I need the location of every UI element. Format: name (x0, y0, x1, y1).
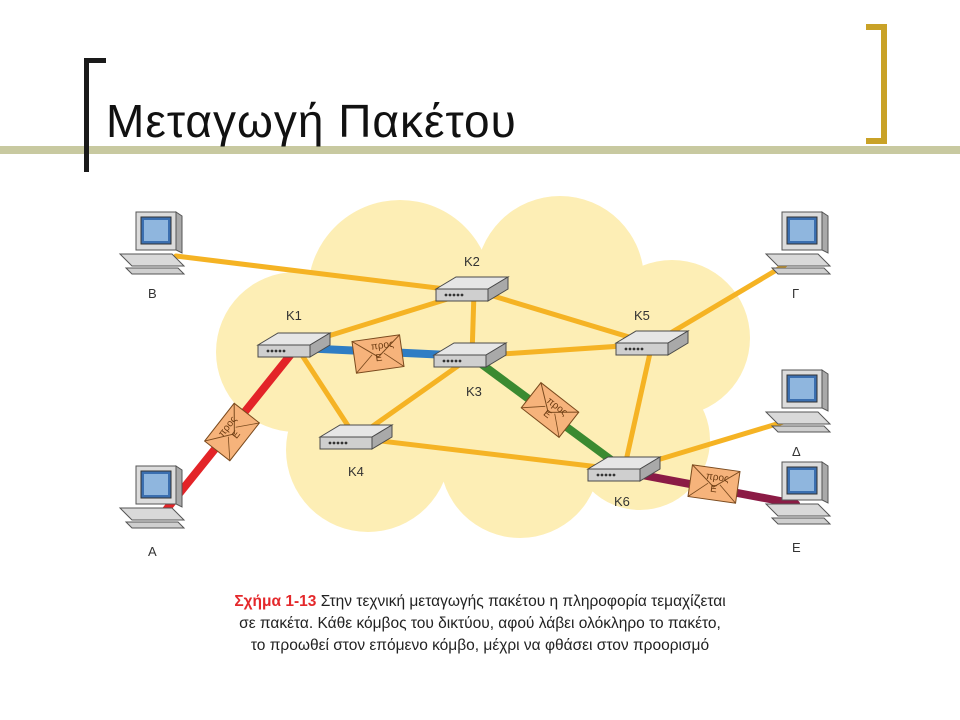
router-k4-label: K4 (348, 464, 364, 479)
slide-title: Μεταγωγή Πακέτου (106, 95, 517, 147)
router-k2: K2 (435, 254, 509, 302)
packet-text-to: προς (370, 339, 394, 353)
link-k5-k6 (621, 341, 655, 473)
title-rule (0, 146, 960, 154)
host-g-label: Γ (792, 286, 799, 301)
left-bracket-top (84, 58, 106, 63)
link-k2-k5 (477, 289, 655, 347)
packet-envelope: προς E (204, 402, 260, 462)
host-a-label: A (148, 544, 157, 559)
packet-text-to: προς (705, 471, 729, 485)
left-bracket (84, 58, 89, 172)
router-k6-label: K6 (614, 494, 630, 509)
figure-label: Σχήμα 1-13 (234, 593, 317, 610)
packet-envelope: προς E (351, 334, 405, 374)
packet-envelope: προς E (687, 464, 741, 504)
router-k3-label: K3 (466, 384, 482, 399)
caption-text-1: Στην τεχνική μεταγωγής πακέτου η πληροφο… (320, 593, 726, 610)
caption-line-1: Σχήμα 1-13 Στην τεχνική μεταγωγής πακέτο… (130, 591, 830, 613)
computer-icon (765, 211, 831, 275)
packet-envelope: προς E (520, 382, 580, 438)
router-k1-label: K1 (286, 308, 302, 323)
router-k5: K5 (615, 308, 689, 356)
packet-text-dest: E (375, 352, 383, 364)
host-b-label: B (148, 286, 157, 301)
computer-icon (765, 461, 831, 525)
host-d: Δ (765, 369, 831, 459)
link-k4-k6 (353, 435, 627, 473)
link-k4-k3 (353, 353, 475, 441)
right-bracket-bottom (866, 138, 887, 144)
host-d-label: Δ (792, 444, 801, 459)
computer-icon (119, 465, 185, 529)
caption-line-3: το προωθεί στον επόμενο κόμβο, μέχρι να … (250, 637, 710, 654)
router-k4: K4 (319, 424, 393, 479)
router-k3: K3 (433, 342, 507, 399)
figure-caption: Σχήμα 1-13 Στην τεχνική μεταγωγής πακέτο… (130, 591, 830, 657)
host-a: A (119, 465, 185, 559)
host-b: B (119, 211, 185, 301)
link-k1-k4 (293, 343, 359, 441)
right-bracket-top (866, 24, 887, 30)
host-e-label: E (792, 540, 801, 555)
router-k1: K1 (257, 308, 331, 358)
router-k2-label: K2 (464, 254, 480, 269)
router-k6: K6 (587, 456, 661, 509)
computer-icon (119, 211, 185, 275)
host-e: E (765, 461, 831, 555)
link-b-k2 (173, 253, 473, 295)
router-k5-label: K5 (634, 308, 650, 323)
network-links (173, 253, 793, 473)
caption-line-2: σε πακέτα. Κάθε κόμβος του δικτύου, αφού… (239, 615, 721, 632)
link-k5-g (649, 259, 793, 347)
host-g: Γ (765, 211, 831, 301)
packet-text-dest: E (709, 484, 717, 496)
right-bracket (881, 24, 887, 144)
